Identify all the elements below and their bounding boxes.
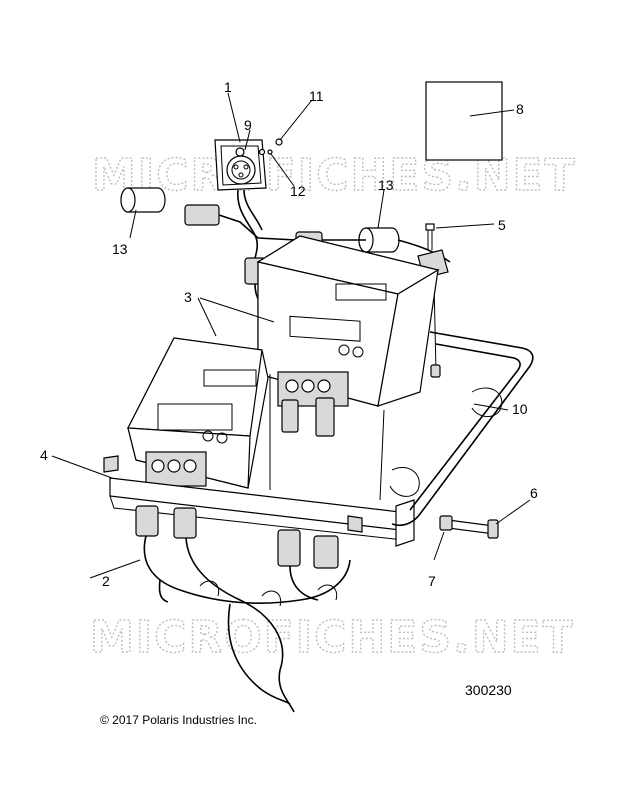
callout-13-left: 13 — [112, 241, 128, 257]
callout-9: 9 — [244, 117, 252, 133]
charge-port-1 — [214, 139, 267, 271]
mounting-bracket-4 — [103, 455, 415, 547]
controller-box-left-3 — [127, 337, 269, 489]
callout-2: 2 — [102, 573, 110, 589]
wire-harness-2 — [135, 505, 351, 713]
callout-11: 11 — [309, 88, 324, 104]
callout-1: 1 — [224, 79, 232, 95]
callout-5: 5 — [498, 217, 506, 233]
figure-number: 300230 — [465, 682, 512, 698]
callout-3: 3 — [184, 289, 192, 305]
ferrite-core-13-left — [120, 187, 166, 213]
frame-tube-10 — [389, 331, 534, 527]
callout-4: 4 — [40, 447, 48, 463]
leader-lines — [51, 92, 531, 579]
copyright-notice: © 2017 Polaris Industries Inc. — [100, 713, 257, 727]
nut-12 — [267, 149, 273, 155]
screw-11 — [275, 138, 283, 146]
watermark-top: MICROFICHES.NET — [92, 150, 577, 201]
watermark-bottom: MICROFICHES.NET — [90, 612, 575, 663]
controller-box-right-3 — [256, 235, 440, 437]
bolt-6 — [447, 519, 499, 539]
nut-7 — [439, 515, 453, 531]
callout-6: 6 — [530, 485, 538, 501]
callout-7: 7 — [428, 573, 436, 589]
callout-13-right: 13 — [378, 177, 394, 193]
label-decal-8 — [425, 81, 503, 161]
callout-8: 8 — [516, 101, 524, 117]
ferrite-core-13-right — [358, 227, 400, 253]
bolt-5 — [425, 223, 435, 250]
callout-10: 10 — [512, 401, 528, 417]
callout-12: 12 — [290, 183, 306, 199]
